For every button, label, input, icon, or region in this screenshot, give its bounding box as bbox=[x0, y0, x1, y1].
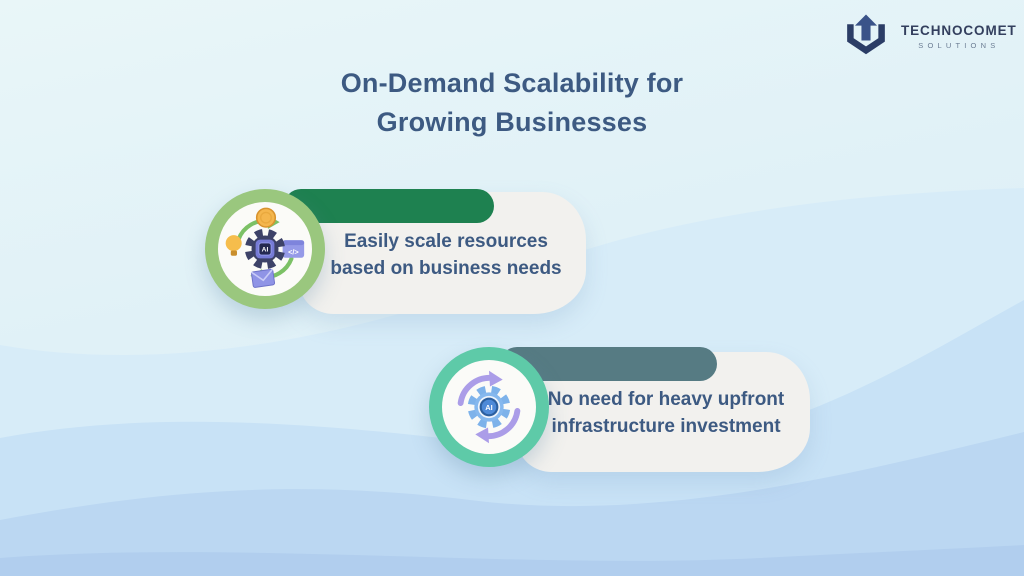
brand-text: TECHNOCOMET SOLUTIONS bbox=[901, 23, 1017, 50]
card-2-label: No need for heavy upfront infrastructure… bbox=[547, 389, 785, 437]
hex-arrow-up-logo-icon bbox=[847, 14, 885, 55]
code-window-icon: </> bbox=[282, 240, 305, 258]
card-2-icon-circle: AI bbox=[429, 347, 549, 467]
blue-gear-ai-badge-icon: AI bbox=[467, 385, 511, 429]
lightbulb-icon bbox=[225, 235, 242, 256]
card-1-label: Easily scale resources based on business… bbox=[330, 231, 562, 279]
code-glyph: </> bbox=[288, 247, 299, 256]
brand-tagline: SOLUTIONS bbox=[918, 40, 1000, 50]
card-1-icon-circle: </> AI bbox=[205, 189, 325, 309]
card-1-accent-pill bbox=[284, 189, 494, 223]
page-title: On-Demand Scalability for Growing Busine… bbox=[0, 64, 1024, 142]
ai-chip-label: AI bbox=[262, 247, 269, 254]
coin-icon bbox=[255, 207, 277, 228]
gear-ai-chip-icon: AI bbox=[244, 228, 286, 270]
brand-name: TECHNOCOMET bbox=[901, 22, 1017, 38]
brand-logo: TECHNOCOMET SOLUTIONS bbox=[840, 12, 1017, 60]
page-title-line-1: On-Demand Scalability for bbox=[340, 68, 684, 98]
ai-badge-label: AI bbox=[485, 403, 492, 412]
ai-gear-ecosystem-icon: </> AI bbox=[225, 207, 305, 288]
envelope-icon bbox=[250, 268, 276, 288]
ai-gear-sync-icon: AI bbox=[457, 370, 521, 444]
page-title-line-2: Growing Businesses bbox=[376, 107, 648, 137]
